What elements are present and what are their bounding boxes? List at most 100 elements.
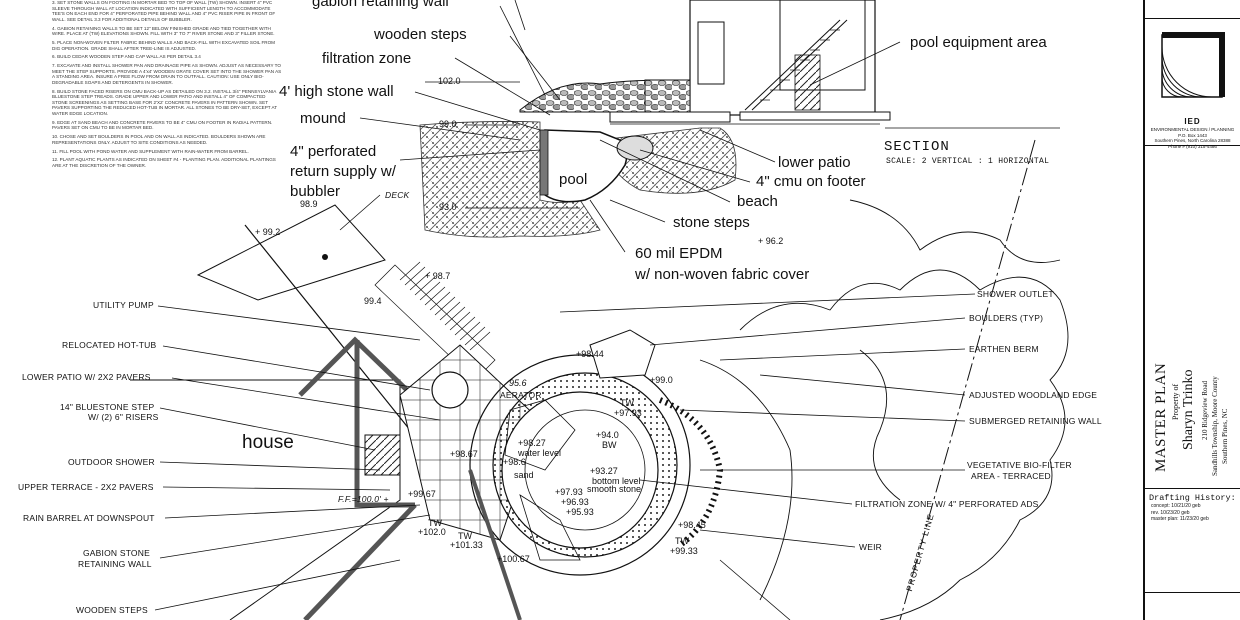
note-item: 11. FILL POOL WITH POND WATER AND SUPPLE… xyxy=(52,148,249,154)
firm-logo-box: IED ENVIRONMENTAL DESIGN / PLANNING P.O.… xyxy=(1145,18,1240,149)
plan-label-aerator: AERATOR xyxy=(500,390,542,400)
plan-label-outdoor-shower: OUTDOOR SHOWER xyxy=(68,457,155,467)
spot-elevation: +97.93 xyxy=(614,408,642,418)
owner-city: Southern Pines, NC xyxy=(1221,408,1229,464)
plan-label-hot-tub: RELOCATED HOT-TUB xyxy=(62,340,157,350)
spot-elevation: TW xyxy=(458,531,472,541)
section-label-mound: mound xyxy=(300,110,346,127)
section-label-pool: pool xyxy=(559,171,588,188)
firm-address-1: P.O. Box 1443 xyxy=(1178,132,1207,138)
section-scale: SCALE: 2 VERTICAL : 1 HORIZONTAL xyxy=(886,157,1050,166)
spot-elevation: 98.9 xyxy=(300,199,318,209)
spot-elevation: +98.67 xyxy=(450,449,478,459)
owner-township: Sandhills Township, Moore County xyxy=(1211,376,1219,476)
plan-label-biofilter-1: VEGETATIVE BIO-FILTER xyxy=(967,460,1072,470)
firm-phone: Phone # (910) 315-4486 xyxy=(1168,143,1217,149)
section-label-epdm-1: 60 mil EPDM xyxy=(635,245,723,262)
spot-elevation: + 98.7 xyxy=(425,271,451,281)
plan-label-weir: WEIR xyxy=(859,542,882,552)
note-item: 12. PLANT AQUATIC PLANTS AS INDICATED ON… xyxy=(52,157,276,168)
note-item: 6. BUILD CEDAR WOODEN STEP AND CAP WALL … xyxy=(52,54,201,60)
elevation-99: 99.0 xyxy=(439,119,457,129)
spot-elevation: 99.4 xyxy=(364,296,382,306)
plan-label-utility-pump: UTILITY PUMP xyxy=(93,300,154,310)
spot-elevation: +98.27 xyxy=(518,438,546,448)
firm-name: IED xyxy=(1184,117,1201,126)
owner-address: 210 Ridgeview Road xyxy=(1201,380,1209,440)
plan-label-lower-patio: LOWER PATIO W/ 2X2 PAVERS xyxy=(22,372,151,382)
note-item: 4. GABION RETAINING WALLS TO BE SET 12" … xyxy=(52,25,275,37)
spot-elevation: +98.6 xyxy=(503,457,526,467)
note-item: 8. BUILD STONE FACED RISERS ON CMU BACK-… xyxy=(52,88,277,117)
spot-elevation: TW xyxy=(675,536,689,546)
section-label-filtration: filtration zone xyxy=(322,50,412,67)
spot-elevation: +98.44 xyxy=(576,349,604,359)
section-label-lower-patio: lower patio xyxy=(778,154,851,171)
section-label-perforated-1: 4" perforated xyxy=(290,143,377,160)
plan-label-rain-barrel: RAIN BARREL AT DOWNSPOUT xyxy=(23,513,155,523)
spot-elevation: TW xyxy=(620,398,634,408)
spot-elevation: smooth stone xyxy=(587,484,642,494)
history-entry: master plan: 11/23/20 geb xyxy=(1151,516,1209,522)
note-item: 3. SET STONE WALLS ON FOOTING IN MORTAR … xyxy=(52,0,276,22)
history-entry: concept: 10/21/20 geb xyxy=(1151,503,1201,509)
title-block-fineprint xyxy=(1145,592,1240,620)
spot-elevation: TW xyxy=(428,518,442,528)
spot-elevation: +96.93 xyxy=(561,497,589,507)
note-item: 9. EDGE AT SAND BEACH AND CONCRETE PAVER… xyxy=(52,119,273,131)
plan-label-upper-terrace: UPPER TERRACE - 2X2 PAVERS xyxy=(18,482,154,492)
plan-label-gabion-1: GABION STONE xyxy=(83,548,150,558)
section-drawing xyxy=(359,0,1060,253)
spot-elevation: + 96.2 xyxy=(758,236,784,246)
section-label-cmu: 4" cmu on footer xyxy=(756,173,866,190)
section-label-wooden-steps: wooden steps xyxy=(374,26,467,43)
spot-elevation: +94.0 xyxy=(596,430,619,440)
note-item: 7. EXCAVATE AND INSTALL SHOWER PAN AND D… xyxy=(52,63,282,85)
plan-label-woodland-edge: ADJUSTED WOODLAND EDGE xyxy=(969,390,1098,400)
spot-elevation: bottom level xyxy=(592,476,641,486)
plan-label-gabion-2: RETAINING WALL xyxy=(78,559,152,569)
spot-elevation: +99.0 xyxy=(650,375,673,385)
plan-label-filtration-ads: FILTRATION ZONE W/ 4" PERFORATED ADS xyxy=(855,499,1039,509)
firm-address-2: Southern Pines, North Carolina 28388 xyxy=(1154,138,1231,143)
elevation-93: 93.0 xyxy=(439,202,457,212)
project-info: MASTER PLAN Property of Sharyn Trinko 21… xyxy=(1151,152,1240,482)
section-label-perforated-3: bubbler xyxy=(290,183,341,200)
spot-elevation: +98.45 xyxy=(678,520,706,530)
spot-elevation: water level xyxy=(518,448,562,458)
elevation-102: 102.0 xyxy=(438,76,461,86)
plan-label-biofilter-2: AREA - TERRACED xyxy=(971,471,1051,481)
spot-elevation: +99.33 xyxy=(670,546,698,556)
spot-elevation: BW xyxy=(602,440,617,450)
plan-label-shower-outlet: SHOWER OUTLET xyxy=(977,289,1054,299)
plan-drawing xyxy=(130,139,1069,620)
spot-elevation: sand xyxy=(514,470,534,480)
firm-info: IED ENVIRONMENTAL DESIGN / PLANNING P.O.… xyxy=(1145,117,1240,149)
plan-label-submerged-wall: SUBMERGED RETAINING WALL xyxy=(969,416,1102,426)
spot-elevation: +97.93 xyxy=(555,487,583,497)
section-label-epdm-2: w/ non-woven fabric cover xyxy=(635,266,810,283)
section-title: SECTION xyxy=(884,139,950,155)
plan-label-boulders: BOULDERS (TYP) xyxy=(969,313,1044,323)
firm-logo-icon xyxy=(1161,32,1225,98)
spot-elevation: +102.0 xyxy=(418,527,446,537)
history-entry: rev. 10/23/20 geb xyxy=(1151,509,1190,516)
plan-label-ff: F.F.=100.0' + xyxy=(338,494,389,504)
spot-elevation: +93.27 xyxy=(590,466,618,476)
section-label-stone-wall: 4' high stone wall xyxy=(279,83,394,100)
plan-label-house: house xyxy=(242,432,294,453)
note-item: 5. PLACE NON-WOVEN FILTER FABRIC BEHIND … xyxy=(52,39,276,51)
section-label-beach: beach xyxy=(737,193,778,210)
plan-label-earthen-berm: EARTHEN BERM xyxy=(969,344,1039,354)
plan-label-bluestone-1: 14" BLUESTONE STEP xyxy=(60,402,155,412)
plan-label-deck: DECK xyxy=(385,190,410,200)
firm-subtitle: ENVIRONMENTAL DESIGN / PLANNING xyxy=(1150,127,1235,132)
spot-elevation: +101.33 xyxy=(450,540,483,550)
title-block: IED ENVIRONMENTAL DESIGN / PLANNING P.O.… xyxy=(1143,0,1240,620)
general-notes: 3. SET STONE WALLS ON FOOTING IN MORTAR … xyxy=(52,0,282,172)
drafting-history: Drafting History: concept: 10/21/20 geb … xyxy=(1145,488,1240,523)
project-title: MASTER PLAN xyxy=(1153,362,1169,472)
section-label-pool-equipment: pool equipment area xyxy=(910,34,1047,51)
plan-label-wooden-steps: WOODEN STEPS xyxy=(76,605,148,615)
